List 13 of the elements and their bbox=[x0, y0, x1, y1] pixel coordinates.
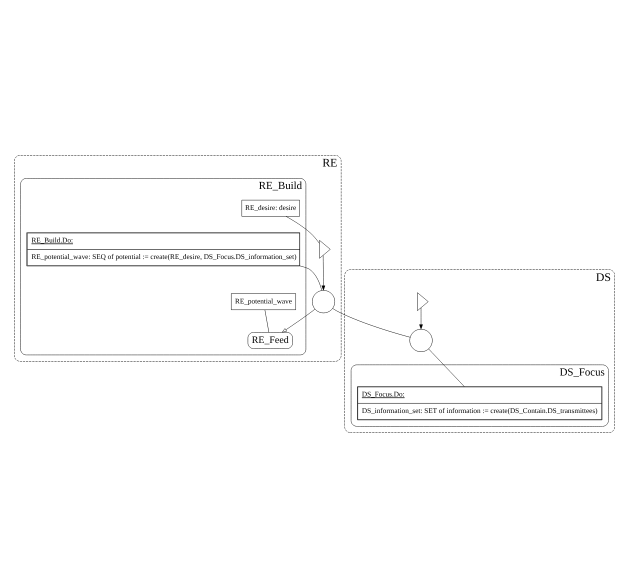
connector bbox=[300, 265, 322, 290]
arrow bbox=[282, 308, 316, 332]
node-triangle bbox=[319, 240, 331, 258]
connector bbox=[428, 348, 464, 386]
node-box: RE_Feed bbox=[248, 332, 293, 348]
arrow bbox=[322, 254, 326, 290]
node-triangle bbox=[417, 292, 428, 310]
connector bbox=[264, 309, 270, 332]
connector bbox=[286, 216, 320, 244]
arrow bbox=[419, 307, 423, 329]
node-semicircle bbox=[312, 290, 336, 313]
node-semicircle bbox=[410, 328, 433, 352]
connector bbox=[332, 308, 410, 337]
